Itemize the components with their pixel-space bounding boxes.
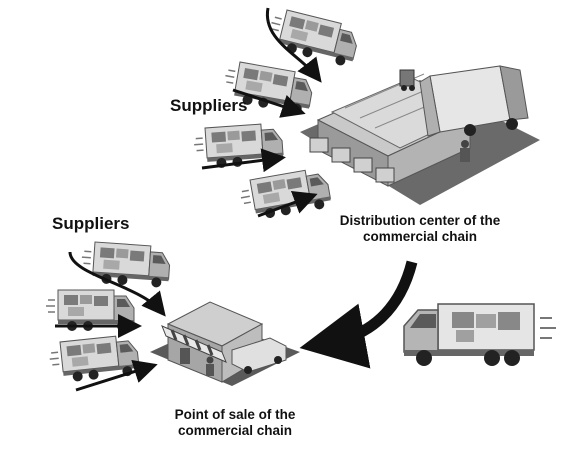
distribution-center-label-line-1: Distribution center of the bbox=[339, 213, 501, 228]
point-of-sale-label: Point of sale of the commercial chain bbox=[150, 407, 320, 439]
distribution-center-label-line-2: commercial chain bbox=[362, 229, 478, 245]
supplier-truck-bottom-1 bbox=[79, 240, 172, 289]
supplier-truck-top-1 bbox=[264, 6, 362, 69]
point-of-sale-label-line-2: commercial chain bbox=[177, 423, 293, 439]
arrow-top-4 bbox=[257, 190, 318, 218]
arrow-top-1 bbox=[265, 7, 322, 83]
arrow-bottom-3 bbox=[75, 359, 158, 392]
arrow-top-2 bbox=[232, 88, 306, 118]
arrow-top-3 bbox=[201, 148, 286, 173]
store-icon bbox=[150, 301, 300, 386]
suppliers-label-bottom: Suppliers bbox=[52, 214, 130, 233]
distribution-center-label: Distribution center of the commercial ch… bbox=[300, 213, 540, 245]
point-of-sale-label-line-1: Point of sale of the bbox=[174, 407, 296, 422]
large-delivery-truck-icon bbox=[403, 303, 556, 366]
warehouse-truck-icon bbox=[419, 65, 529, 137]
suppliers-label-top: Suppliers bbox=[170, 96, 248, 115]
arrow-bottom-1 bbox=[68, 251, 166, 317]
arrow-dc-to-store bbox=[299, 260, 418, 369]
supplier-truck-bottom-3 bbox=[47, 333, 141, 385]
